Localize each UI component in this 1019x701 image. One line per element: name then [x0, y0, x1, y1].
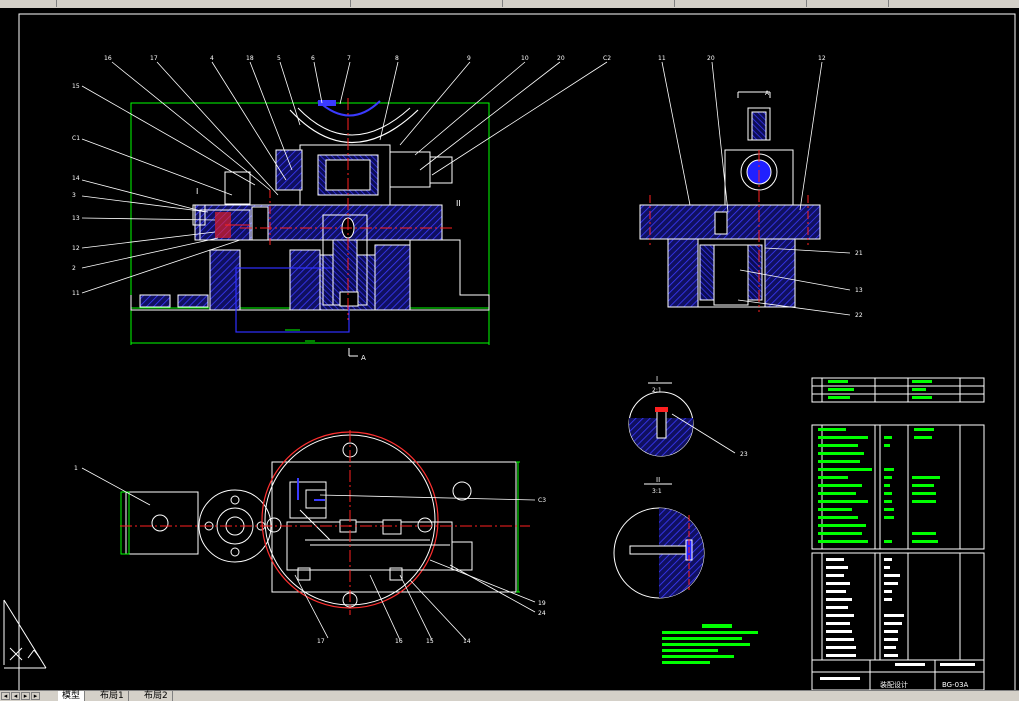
front-section-view[interactable] — [130, 98, 490, 357]
svg-text:9: 9 — [467, 55, 471, 62]
tab-prev-icon[interactable]: ◂ — [11, 692, 20, 700]
tab-model[interactable]: 模型 — [58, 691, 86, 701]
section-marker-front: A — [361, 354, 366, 362]
parts-list-middle-entries — [818, 428, 940, 543]
svg-text:C3: C3 — [538, 497, 546, 504]
technical-requirements — [662, 624, 758, 664]
toolbar-segment[interactable] — [0, 0, 57, 7]
drawing-canvas[interactable]: A II I 16 17 4 18 5 6 7 8 9 10 20 C — [0, 8, 1019, 690]
detail-2-scale: 3:1 — [652, 488, 662, 495]
detail-view-1[interactable] — [628, 382, 736, 457]
svg-text:19: 19 — [538, 600, 546, 607]
side-balloons: 11 20 12 21 13 22 — [658, 55, 863, 319]
cad-drawing[interactable]: A II I 16 17 4 18 5 6 7 8 9 10 20 C — [0, 8, 1019, 690]
toolbar-segment[interactable] — [290, 0, 351, 7]
svg-text:16: 16 — [104, 55, 112, 62]
svg-text:11: 11 — [72, 290, 80, 297]
svg-text:2: 2 — [72, 265, 76, 272]
svg-text:12: 12 — [818, 55, 826, 62]
svg-text:15: 15 — [426, 638, 434, 645]
svg-text:13: 13 — [72, 215, 80, 222]
svg-text:C2: C2 — [603, 55, 611, 62]
section-ref-front-left: I — [196, 187, 198, 196]
title-block-caption: 装配设计 — [880, 680, 908, 689]
svg-text:16: 16 — [395, 638, 403, 645]
svg-text:12: 12 — [72, 245, 80, 252]
svg-text:18: 18 — [246, 55, 254, 62]
linetype-dropdown[interactable] — [504, 0, 675, 7]
lineweight-dropdown[interactable] — [676, 0, 807, 7]
top-leaders — [81, 467, 536, 641]
svg-text:20: 20 — [707, 55, 715, 62]
section-marker-top: A — [765, 90, 770, 97]
svg-text:8: 8 — [395, 55, 399, 62]
parts-list-upper[interactable] — [811, 377, 985, 403]
svg-text:1: 1 — [74, 465, 78, 472]
top-balloons: 1 C3 19 24 17 16 15 14 — [74, 465, 546, 645]
top-view[interactable] — [120, 430, 530, 615]
plotstyle-dropdown[interactable] — [808, 0, 889, 7]
front-balloons: 16 17 4 18 5 6 7 8 9 10 20 C2 15 C1 14 3… — [72, 55, 611, 297]
ucs-icon — [3, 599, 47, 669]
front-leaders — [81, 61, 608, 294]
svg-text:3: 3 — [72, 192, 76, 199]
title-block[interactable] — [811, 552, 985, 690]
tab-next-icon[interactable]: ▸ — [21, 692, 30, 700]
title-block-entries — [820, 558, 975, 680]
svg-text:22: 22 — [855, 312, 863, 319]
svg-text:7: 7 — [347, 55, 351, 62]
tab-layout1[interactable]: 布局1 — [96, 691, 129, 701]
title-block-drawing-no: BG-03A — [942, 681, 969, 689]
svg-text:24: 24 — [538, 610, 546, 617]
svg-text:20: 20 — [557, 55, 565, 62]
tab-last-icon[interactable]: ▸ — [31, 692, 40, 700]
svg-text:10: 10 — [521, 55, 529, 62]
svg-text:21: 21 — [855, 250, 863, 257]
svg-text:15: 15 — [72, 83, 80, 90]
section-ref-front: II — [456, 199, 461, 208]
tab-layout2[interactable]: 布局2 — [140, 691, 173, 701]
svg-text:13: 13 — [855, 287, 863, 294]
svg-text:6: 6 — [311, 55, 315, 62]
layout-tabbar: ◂ ◂ ▸ ▸ 模型 布局1 布局2 — [0, 690, 1019, 701]
detail-1-balloon: 23 — [740, 451, 748, 458]
layer-dropdown[interactable] — [352, 0, 503, 7]
svg-text:17: 17 — [150, 55, 158, 62]
side-section-view[interactable] — [639, 91, 821, 312]
detail-1-label: I — [656, 375, 658, 383]
detail-1-scale: 2:1 — [652, 387, 662, 394]
svg-text:4: 4 — [210, 55, 214, 62]
svg-text:C1: C1 — [72, 135, 80, 142]
svg-text:5: 5 — [277, 55, 281, 62]
svg-text:14: 14 — [463, 638, 471, 645]
svg-text:11: 11 — [658, 55, 666, 62]
detail-2-label: II — [656, 476, 660, 484]
tab-first-icon[interactable]: ◂ — [1, 692, 10, 700]
side-leaders — [661, 61, 851, 316]
svg-text:14: 14 — [72, 175, 80, 182]
detail-view-2[interactable] — [613, 483, 705, 599]
svg-text:17: 17 — [317, 638, 325, 645]
drawing-frame — [18, 13, 1016, 690]
